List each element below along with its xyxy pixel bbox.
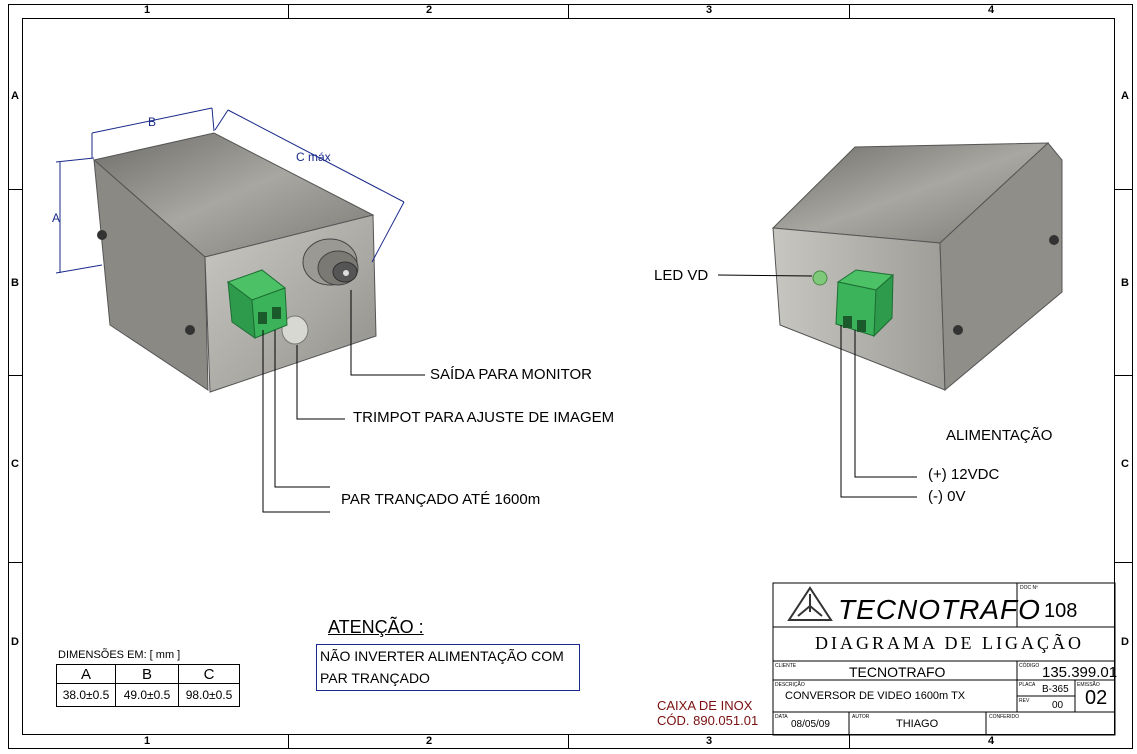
author-value: THIAGO [896,718,939,730]
led-icon [812,270,828,286]
warning-box: NÃO INVERTER ALIMENTAÇÃO COM PAR TRANÇAD… [316,644,580,691]
edition-value: 02 [1085,687,1108,709]
case-note: CAIXA DE INOX CÓD. 890.051.01 [657,698,758,728]
dim-header-a: A [56,664,116,684]
dimensions-caption: DIMENSÕES EM: [ mm ] [58,649,181,661]
zone-col-3: 3 [706,4,713,16]
screw-icon [97,230,107,240]
dim-value-c: 98.0±0.5 [178,683,240,707]
drawing-frame [8,4,1133,749]
warning-title: ATENÇÃO : [328,617,424,637]
zone-col-2-bottom: 2 [426,735,433,747]
warning-line-2: PAR TRANÇADO [320,670,430,686]
client-label: CLIENTE [775,663,797,669]
edition-label: EMISSÃO [1077,682,1100,688]
callout-par-trancado: PAR TRANÇADO ATÉ 1600m [341,491,541,508]
zone-col-4: 4 [988,4,995,16]
date-label: DATA [775,714,788,720]
dimension-label-c: C máx [296,150,331,164]
zone-row-d: D [11,636,19,648]
callout-alimentacao: ALIMENTAÇÃO [946,427,1053,444]
warning-line-1: NÃO INVERTER ALIMENTAÇÃO COM [320,648,564,664]
doc-number: 108 [1044,600,1078,622]
screw-icon [185,325,195,335]
screw-icon [1049,235,1059,245]
zone-row-a-right: A [1121,90,1129,102]
client-name: TECNOTRAFO [849,664,946,680]
callout-trimpot: TRIMPOT PARA AJUSTE DE IMAGEM [353,409,615,426]
zone-col-4-bottom: 4 [988,735,995,747]
tecnotrafo-logo-icon [787,586,833,621]
trimpot-icon [281,315,309,345]
case-note-line-2: CÓD. 890.051.01 [657,713,759,728]
zone-row-d-right: D [1121,636,1129,648]
drawing-inner-border [22,18,1115,735]
dimension-label-a: A [52,211,61,225]
terminal-block-icon [835,269,895,338]
leader-lines [262,274,917,513]
diagram-title: DIAGRAMA DE LIGAÇÃO [815,633,1084,653]
screw-icon [953,325,963,335]
zone-col-1-bottom: 1 [144,735,151,747]
bnc-connector-icon [302,238,359,286]
description-label: DESCRIÇÃO [775,682,805,688]
zone-row-c: C [11,458,19,470]
rev-label: REV [1019,698,1030,704]
zone-row-a: A [11,90,19,102]
product-code: 135.399.01 [1042,664,1118,681]
product-description: CONVERSOR DE VIDEO 1600m TX [785,690,966,702]
callout-led: LED VD [654,267,709,284]
dimension-label-b: B [148,115,157,129]
zone-row-c-right: C [1121,458,1129,470]
plate-label: PLACA [1019,682,1036,688]
zone-row-b: B [11,277,19,289]
zone-col-2: 2 [426,4,433,16]
date-value: 08/05/09 [791,719,830,730]
dim-value-b: 49.0±0.5 [115,683,179,707]
doc-label: DOC Nº [1020,585,1038,591]
code-label: CÓDIGO [1019,663,1040,669]
dim-header-b: B [115,664,179,684]
callout-positive: (+) 12VDC [928,466,1000,483]
plate-value: B-365 [1042,684,1069,695]
terminal-block-icon [226,269,288,340]
dimension-lines [55,107,405,274]
brand-name: TECNOTRAFO [838,594,1041,625]
author-label: AUTOR [852,714,870,720]
case-note-line-1: CAIXA DE INOX [657,698,753,713]
callout-saida-monitor: SAÍDA PARA MONITOR [430,366,592,383]
rev-value: 00 [1052,700,1064,711]
callout-negative: (-) 0V [928,488,966,505]
zone-col-3-bottom: 3 [706,735,713,747]
dimensions-table: A B C 38.0±0.5 49.0±0.5 98.0±0.5 [56,664,240,707]
dim-value-a: 38.0±0.5 [56,683,116,707]
approved-label: CONFERIDO [989,714,1019,720]
dim-header-c: C [178,664,240,684]
zone-row-b-right: B [1121,277,1129,289]
zone-col-1: 1 [144,4,151,16]
left-case [92,132,377,393]
right-case [771,142,1063,392]
